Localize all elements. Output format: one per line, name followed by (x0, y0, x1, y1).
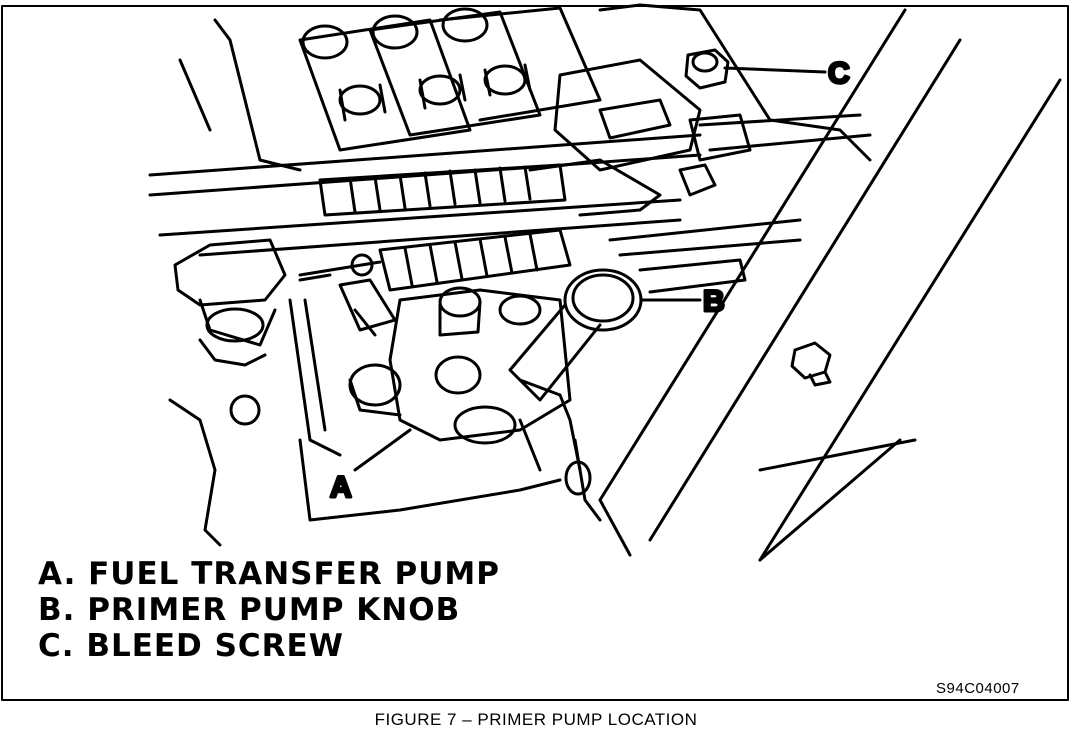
frame-rail (598, 8, 1062, 562)
lower-bellows (298, 228, 572, 292)
callout-leader-c (723, 66, 827, 74)
fuel-transfer-pump (338, 278, 572, 445)
figure-frame (1, 5, 1069, 701)
primer-pump-knob (508, 268, 643, 522)
parts-legend: A. FUEL TRANSFER PUMP B. PRIMER PUMP KNO… (38, 556, 500, 664)
fuel-injectors (298, 6, 602, 152)
sensor-connector (173, 238, 287, 426)
legend-item-b: B. PRIMER PUMP KNOB (38, 592, 461, 628)
reference-code: S94C04007 (936, 680, 1020, 697)
upper-bellows (318, 163, 567, 217)
engine-block-outline (178, 3, 872, 172)
legend-item-a: A. FUEL TRANSFER PUMP (38, 556, 500, 592)
callout-label-a: A (330, 471, 352, 504)
legend-item-c: C. BLEED SCREW (38, 628, 344, 664)
frame-nut (790, 341, 832, 387)
figure-caption: FIGURE 7 – PRIMER PUMP LOCATION (374, 710, 698, 729)
callout-label-c: C (828, 57, 850, 90)
callout-leader-a (353, 428, 412, 472)
lower-block-outline (168, 398, 562, 547)
bleed-screw (678, 48, 752, 197)
callout-label-b: B (703, 285, 725, 318)
